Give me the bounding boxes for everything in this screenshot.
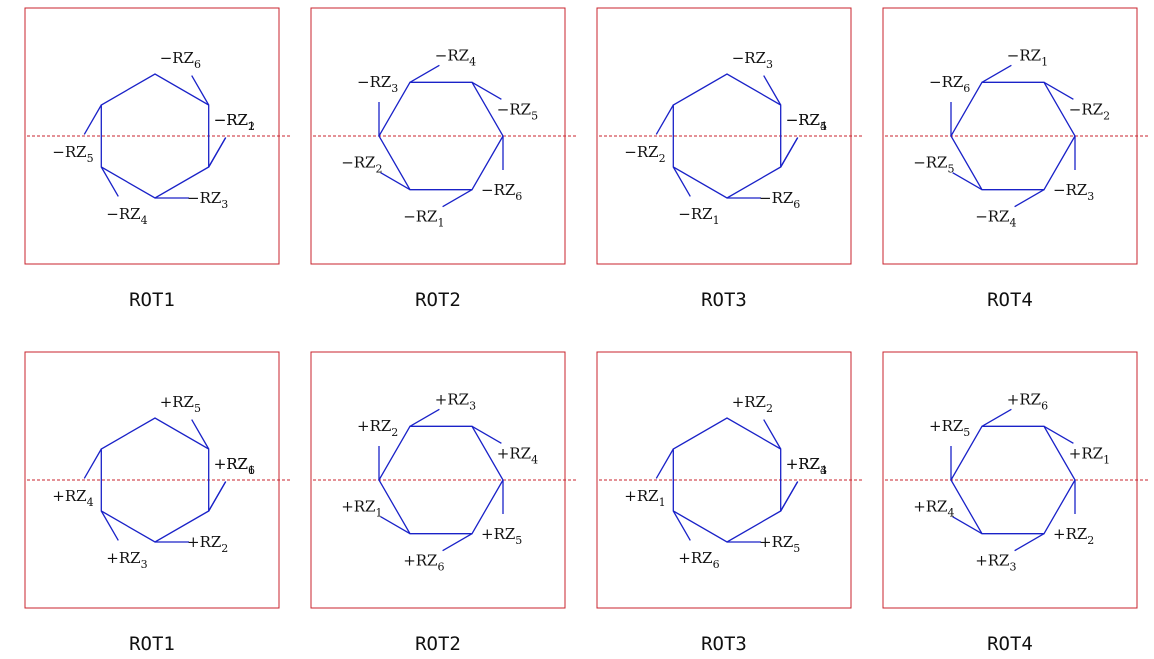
rz-label: +RZ4 [497, 444, 538, 466]
rz-label: +RZ4 [52, 487, 93, 509]
spoke [83, 104, 102, 135]
spoke [100, 166, 119, 197]
rz-label: +RZ5 [759, 533, 800, 555]
panel-caption: ROT4 [987, 289, 1033, 311]
panel-caption: ROT2 [415, 633, 461, 655]
rz-label: +RZ6 [403, 552, 444, 574]
spoke [672, 510, 691, 541]
rz-label: +RZ1 [341, 498, 382, 520]
panel-minus-rot3: −RZ3 −RZ4−RZ5 −RZ6 −RZ1 −RZ2 [596, 7, 863, 265]
spoke [442, 533, 473, 552]
rz-label: −RZ6 [759, 189, 800, 211]
spoke [208, 137, 227, 168]
spoke [1014, 189, 1045, 208]
rz-label: −RZ4 [106, 205, 147, 227]
rz-label: −RZ4 [975, 208, 1016, 230]
rz-label: +RZ3 [975, 552, 1016, 574]
rz-label: +RZ3 [435, 390, 476, 412]
rz-label: −RZ5 [786, 111, 827, 133]
rz-label: −RZ3 [187, 189, 228, 211]
panel-caption: ROT2 [415, 289, 461, 311]
rz-label: +RZ6 [214, 455, 255, 477]
rz-label: +RZ2 [732, 393, 773, 415]
panel-caption: ROT3 [701, 289, 747, 311]
rz-label: +RZ4 [913, 498, 954, 520]
rz-label: +RZ1 [624, 487, 665, 509]
rz-label: +RZ1 [1069, 444, 1110, 466]
spoke [1043, 425, 1074, 444]
spoke [191, 419, 210, 450]
rz-label: +RZ5 [929, 417, 970, 439]
rz-label: −RZ2 [214, 111, 255, 133]
spoke [1043, 81, 1074, 100]
rz-label: −RZ5 [52, 143, 93, 165]
panel-caption: ROT1 [129, 633, 175, 655]
panel-plus-rot1: +RZ5 +RZ6+RZ1 +RZ2 +RZ3 +RZ4 [24, 351, 291, 609]
spoke [471, 81, 502, 100]
rz-label: +RZ2 [187, 533, 228, 555]
rz-label: +RZ3 [106, 549, 147, 571]
rz-label: −RZ3 [1053, 181, 1094, 203]
rz-label: −RZ4 [435, 46, 476, 68]
panel-minus-rot1: −RZ6 −RZ1−RZ2 −RZ3 −RZ4 −RZ5 [24, 7, 291, 265]
rz-label: −RZ3 [732, 49, 773, 71]
spoke [191, 75, 210, 106]
rz-label: −RZ5 [497, 100, 538, 122]
rz-label: −RZ2 [1069, 100, 1110, 122]
spoke [471, 425, 502, 444]
rz-label: −RZ3 [357, 73, 398, 95]
spoke [409, 64, 440, 83]
rz-label: −RZ5 [913, 154, 954, 176]
spoke [83, 448, 102, 479]
spoke [380, 516, 411, 535]
spoke [780, 481, 799, 512]
panel-caption: ROT3 [701, 633, 747, 655]
rz-label: +RZ5 [481, 525, 522, 547]
rz-label: +RZ4 [786, 455, 827, 477]
rz-label: +RZ2 [1053, 525, 1094, 547]
rz-label: +RZ3 [786, 455, 827, 477]
spoke [208, 481, 227, 512]
rz-label: −RZ6 [481, 181, 522, 203]
panel-plus-rot3: +RZ2 +RZ3+RZ4 +RZ5 +RZ6 +RZ1 [596, 351, 863, 609]
rz-label: +RZ6 [1007, 390, 1048, 412]
rz-label: −RZ4 [786, 111, 827, 133]
spoke [981, 64, 1012, 83]
spoke [981, 408, 1012, 427]
spoke [100, 510, 119, 541]
panel-caption: ROT1 [129, 289, 175, 311]
rz-label: −RZ6 [160, 49, 201, 71]
rz-label: +RZ1 [214, 455, 255, 477]
spoke [780, 137, 799, 168]
panel-caption: ROT4 [987, 633, 1033, 655]
spoke [763, 419, 782, 450]
spoke [409, 408, 440, 427]
spoke [672, 166, 691, 197]
rz-label: +RZ2 [357, 417, 398, 439]
rz-label: −RZ1 [214, 111, 255, 133]
spoke [952, 516, 983, 535]
rz-label: −RZ1 [678, 205, 719, 227]
rz-label: +RZ6 [678, 549, 719, 571]
rz-label: −RZ2 [624, 143, 665, 165]
panel-minus-rot4: −RZ2 −RZ3 −RZ4 −RZ5 −RZ6 −RZ1 [882, 7, 1149, 265]
panel-plus-rot2: +RZ4 +RZ5 +RZ6 +RZ1 +RZ2 +RZ3 [310, 351, 577, 609]
rz-label: +RZ5 [160, 393, 201, 415]
spoke [1014, 533, 1045, 552]
rz-label: −RZ6 [929, 73, 970, 95]
spoke [952, 172, 983, 191]
spoke [380, 172, 411, 191]
rz-label: −RZ2 [341, 154, 382, 176]
spoke [763, 75, 782, 106]
rz-label: −RZ1 [403, 208, 444, 230]
spoke [655, 448, 674, 479]
spoke [442, 189, 473, 208]
panel-minus-rot2: −RZ5 −RZ6 −RZ1 −RZ2 −RZ3 −RZ4 [310, 7, 577, 265]
spoke [655, 104, 674, 135]
panel-plus-rot4: +RZ1 +RZ2 +RZ3 +RZ4 +RZ5 +RZ6 [882, 351, 1149, 609]
rz-label: −RZ1 [1007, 46, 1048, 68]
